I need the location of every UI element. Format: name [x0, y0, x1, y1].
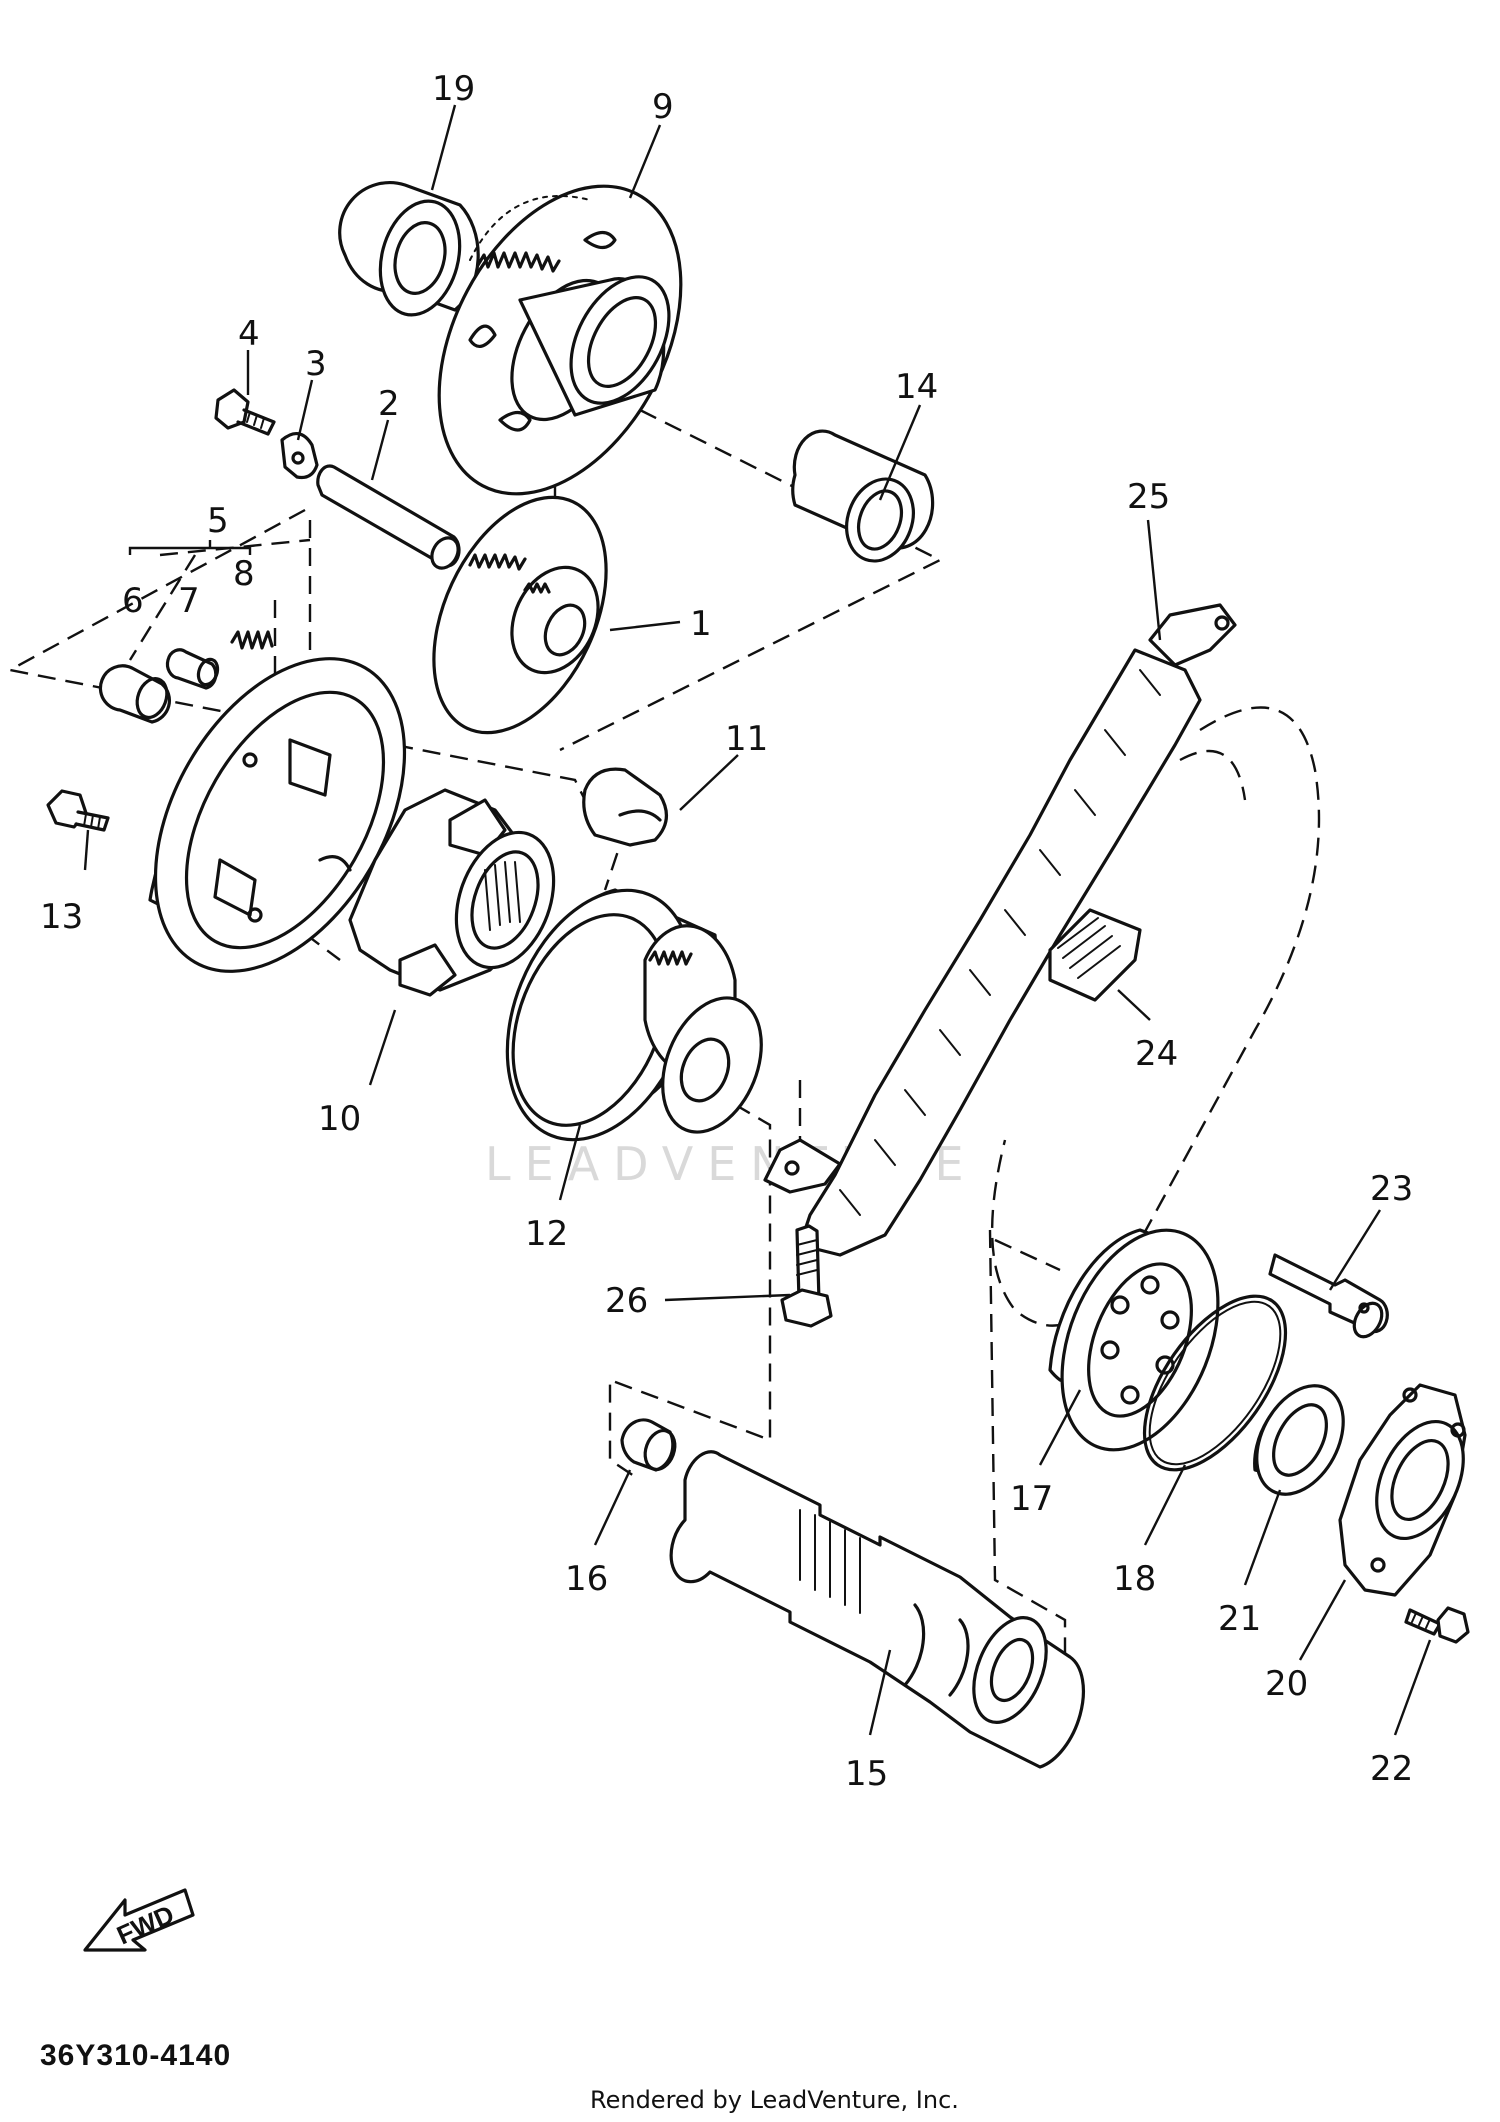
clutch-housing-part-5 — [148, 657, 407, 973]
plunger-part-7 — [165, 648, 220, 690]
screw-part-22 — [1404, 1606, 1470, 1644]
plate-part-3 — [280, 432, 319, 480]
bushing-part-14 — [791, 429, 935, 563]
callout-3: 3 — [305, 344, 327, 384]
roller-part-6 — [98, 664, 172, 724]
chain-pad-part-24 — [1048, 908, 1142, 1002]
bolt-part-13 — [46, 789, 110, 832]
callout-14: 14 — [895, 367, 938, 407]
callout-19: 19 — [432, 69, 475, 109]
starter-wheel-gear-part-9 — [437, 184, 683, 496]
callout-9: 9 — [652, 87, 674, 127]
spring-part-8 — [230, 630, 274, 650]
callout-4: 4 — [238, 314, 260, 354]
diagram-code: 36Y310-4140 — [40, 2039, 231, 2072]
bearing-part-17 — [1048, 1228, 1220, 1452]
render-credit: Rendered by LeadVenture, Inc. — [590, 2086, 959, 2114]
callout-6: 6 — [122, 581, 144, 621]
screw-part-4 — [214, 388, 276, 436]
chain-guide-part-25 — [763, 603, 1237, 1257]
idle-gear-part-1 — [432, 495, 608, 735]
callout-23: 23 — [1370, 1169, 1413, 1209]
bushing-part-16 — [620, 1418, 677, 1472]
clutch-boss-part-10 — [348, 788, 556, 997]
shaft-part-2 — [316, 464, 461, 570]
oil-seal-part-21 — [1253, 1384, 1345, 1496]
callout-11: 11 — [725, 719, 768, 759]
callout-17: 17 — [1010, 1479, 1053, 1519]
callout-7: 7 — [178, 581, 200, 621]
leader-lines — [83, 104, 1432, 1736]
callout-20: 20 — [1265, 1664, 1308, 1704]
callout-13: 13 — [40, 897, 83, 937]
bearing-part-19 — [338, 181, 480, 317]
callout-18: 18 — [1113, 1559, 1156, 1599]
callout-5: 5 — [207, 501, 229, 541]
cam-chain — [990, 706, 1321, 1327]
callout-26: 26 — [605, 1281, 648, 1321]
callout-22: 22 — [1370, 1749, 1413, 1789]
callout-16: 16 — [565, 1559, 608, 1599]
callout-25: 25 — [1127, 477, 1170, 517]
callout-12: 12 — [525, 1214, 568, 1254]
callout-21: 21 — [1218, 1599, 1261, 1639]
callout-15: 15 — [845, 1754, 888, 1794]
starter-shaft-part-15 — [669, 1450, 1086, 1769]
damper-part-11 — [582, 767, 668, 847]
callout-24: 24 — [1135, 1034, 1178, 1074]
callout-10: 10 — [318, 1099, 361, 1139]
callout-1: 1 — [690, 604, 712, 644]
bearing-housing-part-20 — [1338, 1383, 1467, 1597]
starter-clutch-gear-part-12 — [505, 888, 763, 1142]
bolt-part-26 — [780, 1224, 833, 1328]
o-ring-part-18 — [1142, 1294, 1288, 1472]
callout-2: 2 — [378, 384, 400, 424]
forward-direction-arrow: FWD — [83, 1888, 195, 1952]
callout-8: 8 — [233, 554, 255, 594]
callout-labels: 19 9 4 3 2 14 1 5 6 7 8 25 11 13 10 12 2… — [40, 69, 1413, 1794]
shaft-part-23 — [1268, 1253, 1389, 1339]
